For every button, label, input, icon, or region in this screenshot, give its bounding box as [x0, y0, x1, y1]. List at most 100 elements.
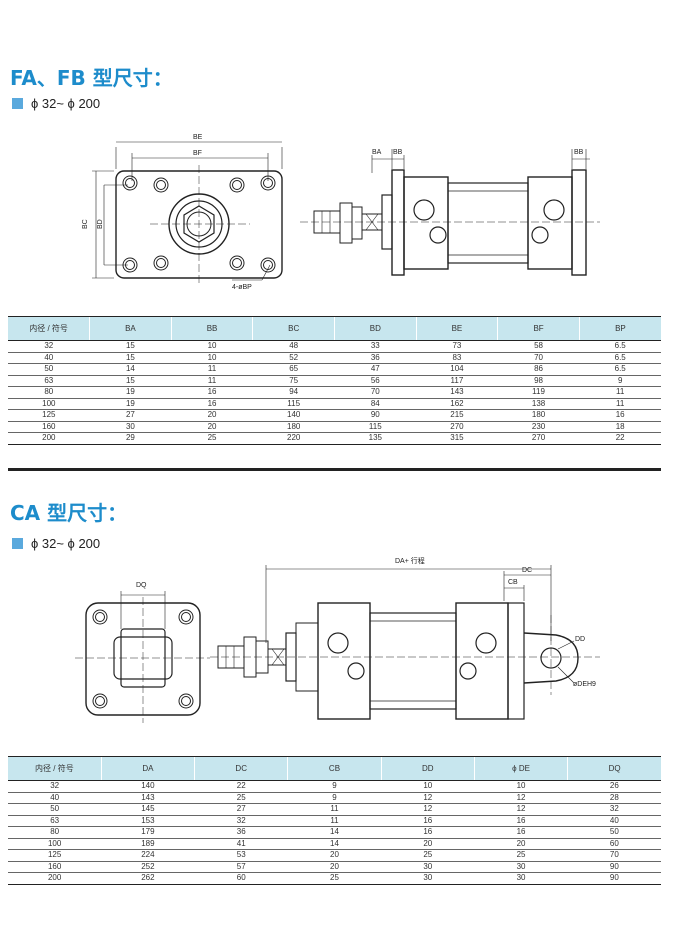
- label-bp: 4-øBP: [232, 284, 252, 291]
- table-header: DA: [100, 756, 195, 781]
- table-cell: 30: [381, 861, 475, 873]
- table-cell: 10: [474, 780, 568, 793]
- table-cell: 41: [194, 838, 288, 850]
- label-dd: DD: [575, 636, 585, 643]
- table-cell: 90: [334, 409, 417, 422]
- table-cell: 20: [287, 849, 382, 862]
- table-cell: 52: [252, 352, 335, 364]
- table-header-row: 内径 / 符号 DA DC CB DD ϕ DE DQ: [8, 756, 661, 781]
- table-cell: 11: [171, 363, 253, 376]
- table-cell: 220: [252, 432, 335, 445]
- table-cell: 6.5: [579, 340, 661, 353]
- ca-title: CA 型尺寸：: [10, 501, 128, 525]
- table-cell: 12: [381, 792, 475, 804]
- table-cell: 84: [334, 398, 417, 410]
- table-cell: 30: [89, 421, 172, 433]
- table-cell: 20: [171, 421, 253, 433]
- table-cell: 16: [579, 409, 661, 422]
- table-cell: 6.5: [579, 363, 661, 376]
- table-cell: 57: [194, 861, 288, 873]
- label-bb-right: BB: [574, 149, 584, 156]
- label-de: øDEH9: [573, 681, 596, 688]
- table-cell: 50: [567, 826, 661, 839]
- table-cell: 11: [287, 815, 382, 827]
- table-cell: 162: [416, 398, 498, 410]
- table-cell: 20: [381, 838, 475, 850]
- table-cell: 160: [8, 861, 102, 873]
- table-cell: 9: [287, 780, 382, 793]
- table-cell: 25: [194, 792, 288, 804]
- table-header: BD: [334, 316, 417, 341]
- table-header: ϕ DE: [473, 756, 568, 781]
- table-cell: 11: [579, 398, 661, 410]
- table-cell: 230: [497, 421, 580, 433]
- table-cell: 11: [579, 386, 661, 399]
- table-cell: 252: [101, 861, 195, 873]
- table-cell: 29: [89, 432, 172, 445]
- table-cell: 16: [381, 815, 475, 827]
- table-cell: 153: [101, 815, 195, 827]
- table-cell: 12: [474, 803, 568, 816]
- table-cell: 94: [252, 386, 335, 399]
- table-cell: 270: [497, 432, 580, 445]
- table-cell: 200: [8, 872, 102, 885]
- table-cell: 19: [89, 386, 172, 399]
- table-cell: 75: [252, 375, 335, 387]
- table-cell: 104: [416, 363, 498, 376]
- table-cell: 53: [194, 849, 288, 862]
- label-dc: DC: [522, 567, 532, 574]
- table-cell: 86: [497, 363, 580, 376]
- table-cell: 25: [381, 849, 475, 862]
- table-cell: 14: [287, 838, 382, 850]
- table-header: BF: [497, 316, 580, 341]
- table-cell: 50: [8, 803, 102, 816]
- table-cell: 10: [171, 340, 253, 353]
- table-cell: 160: [8, 421, 90, 433]
- fa-fb-range: ϕ 32~ ϕ 200: [12, 96, 100, 111]
- table-cell: 143: [101, 792, 195, 804]
- table-cell: 138: [497, 398, 580, 410]
- table-header: BB: [170, 316, 253, 341]
- table-cell: 135: [334, 432, 417, 445]
- table-cell: 9: [287, 792, 382, 804]
- label-bb-left: BB: [393, 149, 403, 156]
- table-cell: 145: [101, 803, 195, 816]
- table-header: BE: [415, 316, 498, 341]
- table-cell: 11: [287, 803, 382, 816]
- table-cell: 100: [8, 838, 102, 850]
- table-cell: 33: [334, 340, 417, 353]
- section-divider: [8, 468, 661, 471]
- table-cell: 27: [194, 803, 288, 816]
- table-cell: 50: [8, 363, 90, 376]
- table-cell: 40: [8, 792, 102, 804]
- table-cell: 32: [8, 780, 102, 793]
- table-header: BP: [578, 316, 661, 341]
- table-cell: 16: [171, 398, 253, 410]
- table-cell: 30: [474, 861, 568, 873]
- table-cell: 215: [416, 409, 498, 422]
- fa-fb-title: FA、FB 型尺寸：: [10, 66, 173, 90]
- label-cb: CB: [508, 579, 518, 586]
- table-cell: 65: [252, 363, 335, 376]
- table-cell: 143: [416, 386, 498, 399]
- label-be: BE: [193, 134, 203, 141]
- table-cell: 70: [497, 352, 580, 364]
- table-cell: 12: [474, 792, 568, 804]
- table-cell: 125: [8, 409, 90, 422]
- table-cell: 14: [89, 363, 172, 376]
- table-cell: 189: [101, 838, 195, 850]
- table-cell: 179: [101, 826, 195, 839]
- table-cell: 63: [8, 815, 102, 827]
- table-cell: 63: [8, 375, 90, 387]
